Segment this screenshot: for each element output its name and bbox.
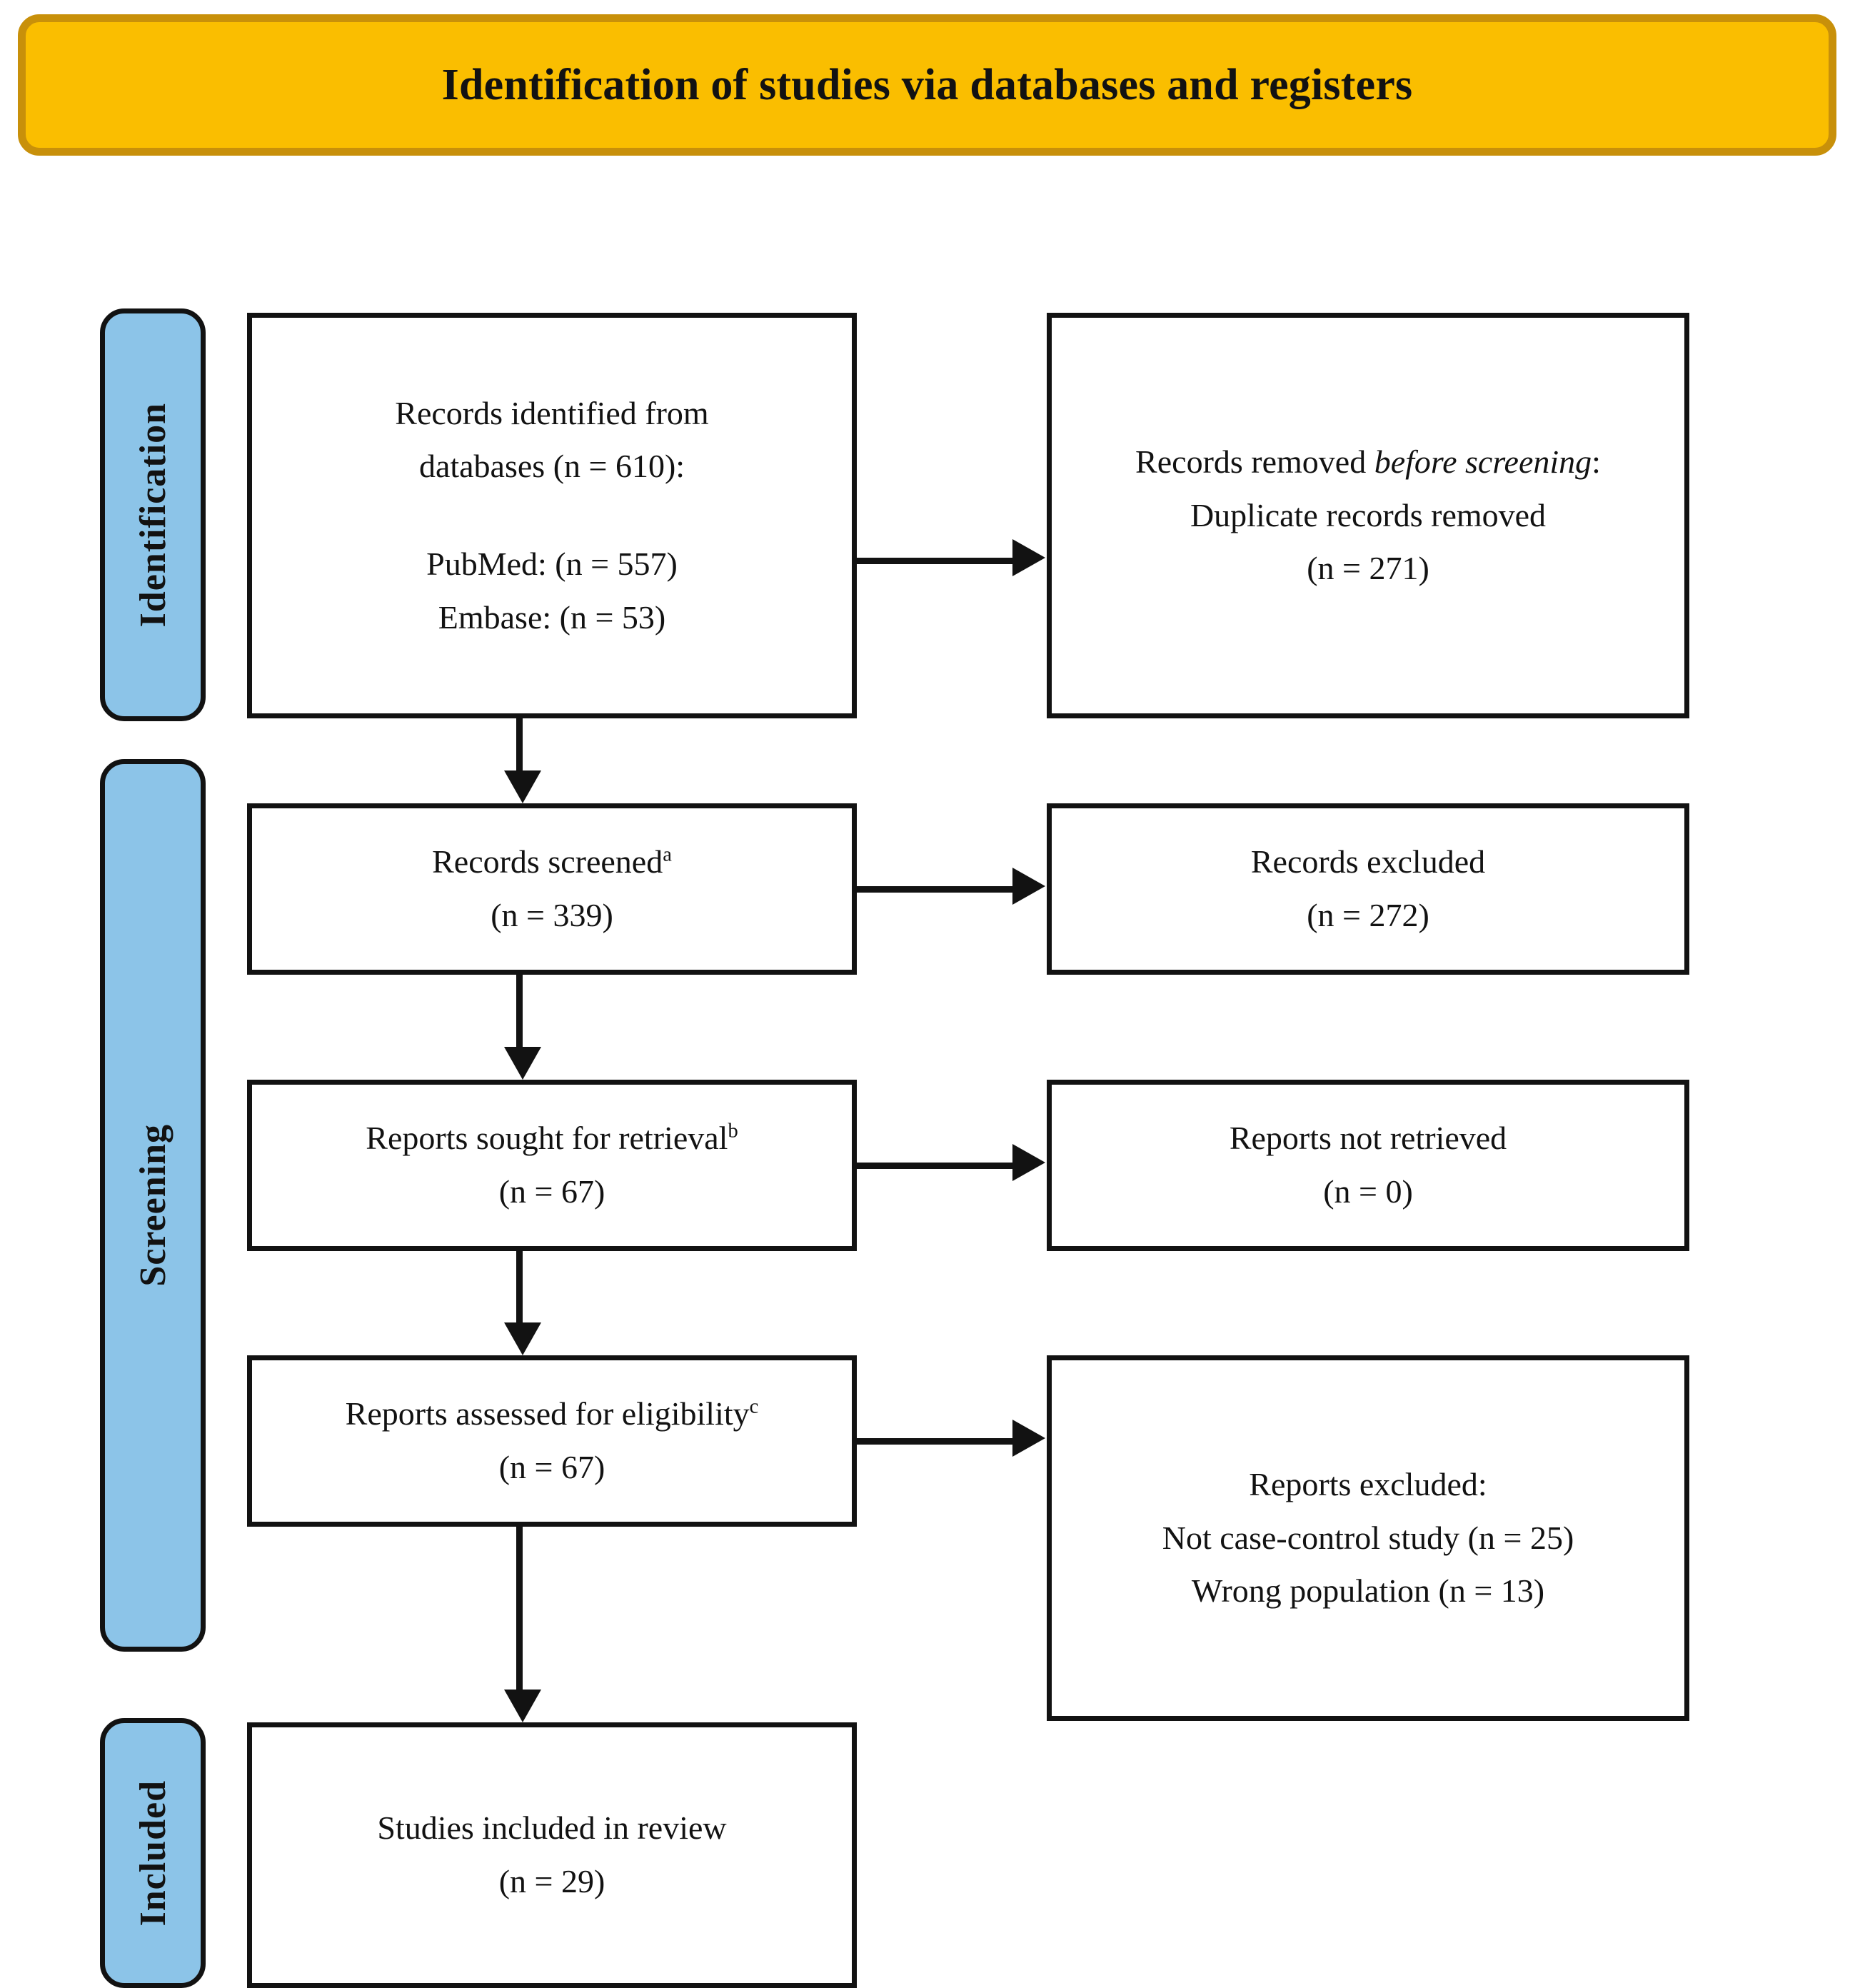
reports-sought-footnote-marker: b — [728, 1120, 738, 1143]
records-screened-label: Records screened — [432, 843, 663, 880]
diagram-header-banner: Identification of studies via databases … — [18, 14, 1836, 156]
records-removed-line2: Duplicate records removed — [1190, 496, 1547, 533]
box-records-excluded: Records excluded (n = 272) — [1047, 803, 1689, 975]
records-excluded-count: (n = 272) — [1307, 897, 1429, 933]
records-screened-count: (n = 339) — [491, 897, 613, 933]
records-removed-line1-post: : — [1592, 443, 1601, 481]
records-identified-line1: Records identified from — [395, 394, 709, 431]
records-identified-embase: Embase: (n = 53) — [438, 598, 666, 636]
reports-sought-count: (n = 67) — [498, 1173, 605, 1210]
records-identified-line2: databases (n = 610): — [418, 448, 685, 485]
studies-included-label: Studies included in review — [377, 1809, 727, 1847]
stage-label-screening: Screening — [100, 759, 206, 1652]
reports-assessed-label: Reports assessed for eligibility — [345, 1395, 750, 1432]
reports-assessed-line1: Reports assessed for eligibilityc — [346, 1387, 759, 1441]
stage-label-identification-text: Identification — [132, 402, 174, 628]
reports-excluded-reason-2: Wrong population (n = 13) — [1191, 1572, 1545, 1610]
records-identified-spacer — [548, 493, 556, 538]
records-screened-line1: Records screeneda — [432, 835, 672, 889]
stage-label-identification: Identification — [100, 308, 206, 721]
stage-label-included-text: Included — [132, 1779, 174, 1927]
records-excluded-label: Records excluded — [1250, 843, 1486, 880]
reports-assessed-footnote-marker: c — [749, 1396, 759, 1419]
reports-not-retrieved-count: (n = 0) — [1323, 1173, 1413, 1210]
reports-excluded-title: Reports excluded: — [1249, 1466, 1487, 1503]
stage-label-screening-text: Screening — [132, 1124, 174, 1287]
records-identified-pubmed: PubMed: (n = 557) — [426, 546, 678, 582]
box-reports-not-retrieved: Reports not retrieved (n = 0) — [1047, 1080, 1689, 1251]
box-records-removed-before-screening: Records removed before screening: Duplic… — [1047, 313, 1689, 718]
reports-sought-line1: Reports sought for retrievalb — [366, 1112, 738, 1165]
box-studies-included-in-review: Studies included in review (n = 29) — [247, 1722, 857, 1988]
box-reports-excluded: Reports excluded: Not case-control study… — [1047, 1355, 1689, 1721]
studies-included-count: (n = 29) — [498, 1863, 605, 1899]
box-reports-sought-for-retrieval: Reports sought for retrievalb (n = 67) — [247, 1080, 857, 1251]
box-reports-assessed-for-eligibility: Reports assessed for eligibilityc (n = 6… — [247, 1355, 857, 1527]
box-records-screened: Records screeneda (n = 339) — [247, 803, 857, 975]
reports-not-retrieved-label: Reports not retrieved — [1229, 1120, 1507, 1157]
records-screened-footnote-marker: a — [663, 844, 672, 867]
records-removed-line3: (n = 271) — [1307, 550, 1429, 587]
reports-assessed-count: (n = 67) — [498, 1449, 605, 1485]
records-removed-line1-emphasis: before screening — [1374, 443, 1592, 481]
box-records-identified: Records identified from databases (n = 6… — [247, 313, 857, 718]
stage-label-included: Included — [100, 1718, 206, 1988]
records-removed-line1: Records removed before screening: — [1135, 436, 1601, 489]
records-removed-line1-pre: Records removed — [1135, 443, 1374, 481]
reports-excluded-reason-1: Not case-control study (n = 25) — [1162, 1519, 1574, 1556]
reports-sought-label: Reports sought for retrieval — [366, 1120, 728, 1157]
page-title: Identification of studies via databases … — [441, 60, 1413, 109]
